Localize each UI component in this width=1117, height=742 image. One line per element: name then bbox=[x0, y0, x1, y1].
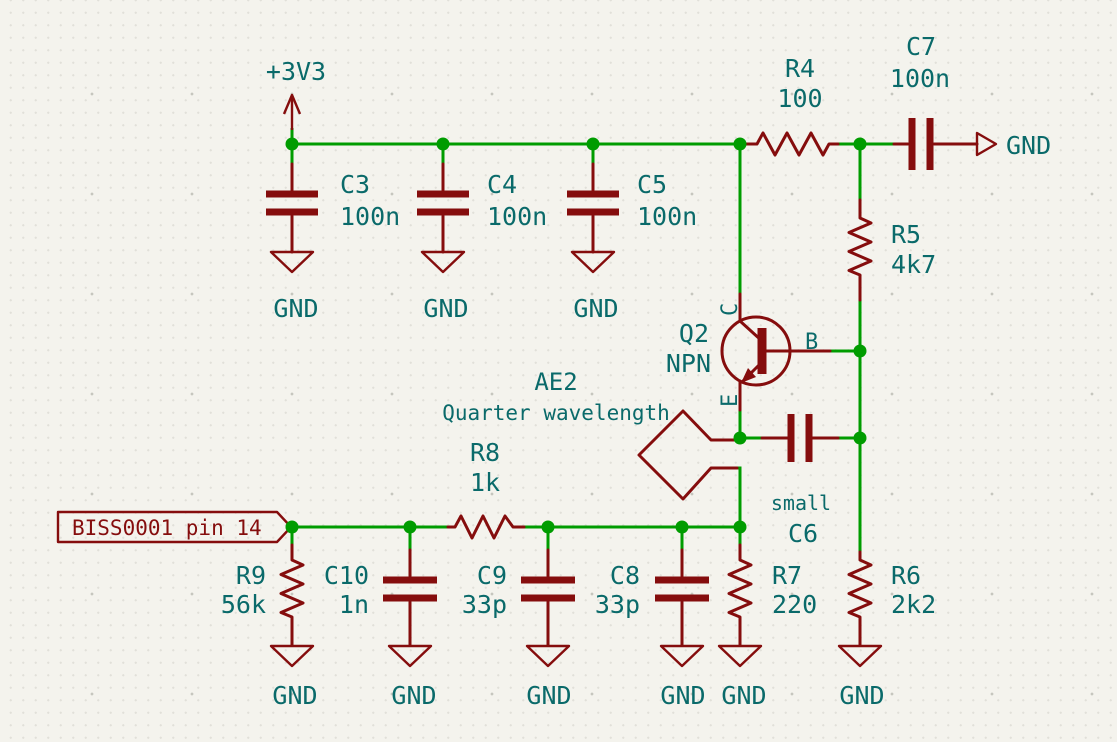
capacitor-c4[interactable] bbox=[417, 162, 469, 254]
label-r5-value[interactable]: 4k7 bbox=[891, 250, 936, 279]
resistor-r9[interactable] bbox=[279, 543, 305, 647]
gnd-symbol-r7[interactable]: GND bbox=[717, 644, 767, 710]
junction-dot bbox=[285, 520, 299, 534]
label-c5-value[interactable]: 100n bbox=[637, 202, 697, 231]
junction-dot bbox=[541, 520, 555, 534]
label-r9-ref[interactable]: R9 bbox=[236, 561, 266, 590]
label-ae2-ref[interactable]: AE2 bbox=[534, 368, 577, 396]
label-r4-value[interactable]: 100 bbox=[777, 84, 822, 113]
label-c3-ref[interactable]: C3 bbox=[340, 170, 370, 199]
label-q2-ref[interactable]: Q2 bbox=[679, 319, 709, 348]
label-c4-value[interactable]: 100n bbox=[487, 202, 547, 231]
junction-dot bbox=[436, 137, 450, 151]
label-r8-ref[interactable]: R8 bbox=[470, 438, 500, 467]
label-c10-ref[interactable]: C10 bbox=[324, 561, 369, 590]
label-c10-value[interactable]: 1n bbox=[339, 590, 369, 619]
gnd-symbol-r6[interactable]: GND bbox=[837, 644, 885, 710]
gnd-symbol-c3[interactable]: GND bbox=[269, 250, 319, 323]
global-label-gnd-right[interactable]: GND bbox=[975, 131, 1051, 160]
label-r6-value[interactable]: 2k2 bbox=[891, 590, 936, 619]
resistor-r6[interactable] bbox=[847, 550, 873, 647]
label-r9-value[interactable]: 56k bbox=[221, 590, 266, 619]
label-r5-ref[interactable]: R5 bbox=[891, 220, 921, 249]
label-r8-value[interactable]: 1k bbox=[470, 468, 500, 497]
label-c6-ref[interactable]: C6 bbox=[788, 519, 818, 548]
antenna-symbol-ae2[interactable] bbox=[637, 409, 739, 501]
capacitor-c7[interactable] bbox=[892, 118, 979, 170]
junction-dots bbox=[285, 137, 867, 534]
gnd-symbol-c8[interactable]: GND bbox=[659, 644, 706, 710]
gnd-label: GND bbox=[721, 681, 766, 710]
gnd-label: GND bbox=[273, 294, 318, 323]
resistor-r8[interactable] bbox=[446, 514, 526, 540]
junction-dot bbox=[733, 137, 747, 151]
label-r7-value[interactable]: 220 bbox=[772, 590, 817, 619]
gnd-symbol-c9[interactable]: GND bbox=[525, 644, 572, 710]
global-label-biss0001[interactable]: BISS0001 pin 14 bbox=[56, 510, 293, 544]
resistor-r4[interactable] bbox=[745, 131, 840, 157]
gnd-label: GND bbox=[1006, 131, 1051, 160]
resistor-r5[interactable] bbox=[847, 198, 873, 302]
label-c8-ref[interactable]: C8 bbox=[610, 561, 640, 590]
junction-dot bbox=[733, 431, 747, 445]
junction-dot bbox=[285, 137, 299, 151]
capacitor-c3[interactable] bbox=[266, 162, 318, 254]
label-r6-ref[interactable]: R6 bbox=[891, 561, 921, 590]
capacitor-c9[interactable] bbox=[521, 548, 575, 647]
label-c6-value[interactable]: small bbox=[771, 491, 831, 515]
label-ae2-value[interactable]: Quarter wavelength bbox=[442, 401, 670, 425]
pin-label-collector: C bbox=[718, 303, 743, 316]
gnd-label: GND bbox=[423, 294, 468, 323]
junction-dot bbox=[586, 137, 600, 151]
label-c7-value[interactable]: 100n bbox=[890, 64, 950, 93]
capacitor-c5[interactable] bbox=[567, 162, 619, 254]
label-c4-ref[interactable]: C4 bbox=[487, 170, 517, 199]
label-c3-value[interactable]: 100n bbox=[340, 202, 400, 231]
label-c8-value[interactable]: 33p bbox=[595, 590, 640, 619]
power-label[interactable]: +3V3 bbox=[266, 57, 326, 86]
junction-dot bbox=[853, 137, 867, 151]
gnd-symbol-r9[interactable]: GND bbox=[269, 644, 318, 710]
label-c9-value[interactable]: 33p bbox=[462, 590, 507, 619]
pin-label-base: B bbox=[805, 330, 818, 355]
label-q2-value[interactable]: NPN bbox=[666, 349, 711, 378]
net-input-label: BISS0001 pin 14 bbox=[72, 516, 262, 540]
pin-label-emitter: E bbox=[718, 394, 743, 407]
gnd-label: GND bbox=[272, 681, 317, 710]
gnd-label: GND bbox=[839, 681, 884, 710]
junction-dot bbox=[733, 520, 747, 534]
junction-dot bbox=[853, 344, 867, 358]
capacitor-c8[interactable] bbox=[655, 548, 709, 647]
junction-dot bbox=[675, 520, 689, 534]
gnd-label: GND bbox=[391, 681, 436, 710]
gnd-symbol-c5[interactable]: GND bbox=[570, 250, 619, 323]
gnd-symbol-c10[interactable]: GND bbox=[387, 644, 437, 710]
transistor-symbol-q2[interactable] bbox=[720, 292, 832, 412]
emitter-arrow bbox=[741, 368, 756, 383]
label-c7-ref[interactable]: C7 bbox=[906, 32, 936, 61]
capacitor-c6[interactable] bbox=[760, 414, 840, 462]
gnd-label: GND bbox=[660, 681, 705, 710]
label-r7-ref[interactable]: R7 bbox=[772, 561, 802, 590]
resistor-r7[interactable] bbox=[727, 543, 753, 647]
power-arrow-head bbox=[282, 93, 302, 115]
junction-dot bbox=[853, 431, 867, 445]
label-c9-ref[interactable]: C9 bbox=[477, 561, 507, 590]
gnd-label: GND bbox=[573, 294, 618, 323]
power-symbol-3v3[interactable]: +3V3 bbox=[266, 57, 326, 130]
label-c5-ref[interactable]: C5 bbox=[637, 170, 667, 199]
gnd-symbol-c4[interactable]: GND bbox=[420, 250, 469, 323]
gnd-label: GND bbox=[526, 681, 571, 710]
label-r4-ref[interactable]: R4 bbox=[785, 54, 815, 83]
wire-antenna-return[interactable] bbox=[736, 466, 742, 527]
capacitor-c10[interactable] bbox=[383, 548, 437, 647]
wires[interactable] bbox=[290, 128, 896, 555]
junction-dot bbox=[403, 520, 417, 534]
